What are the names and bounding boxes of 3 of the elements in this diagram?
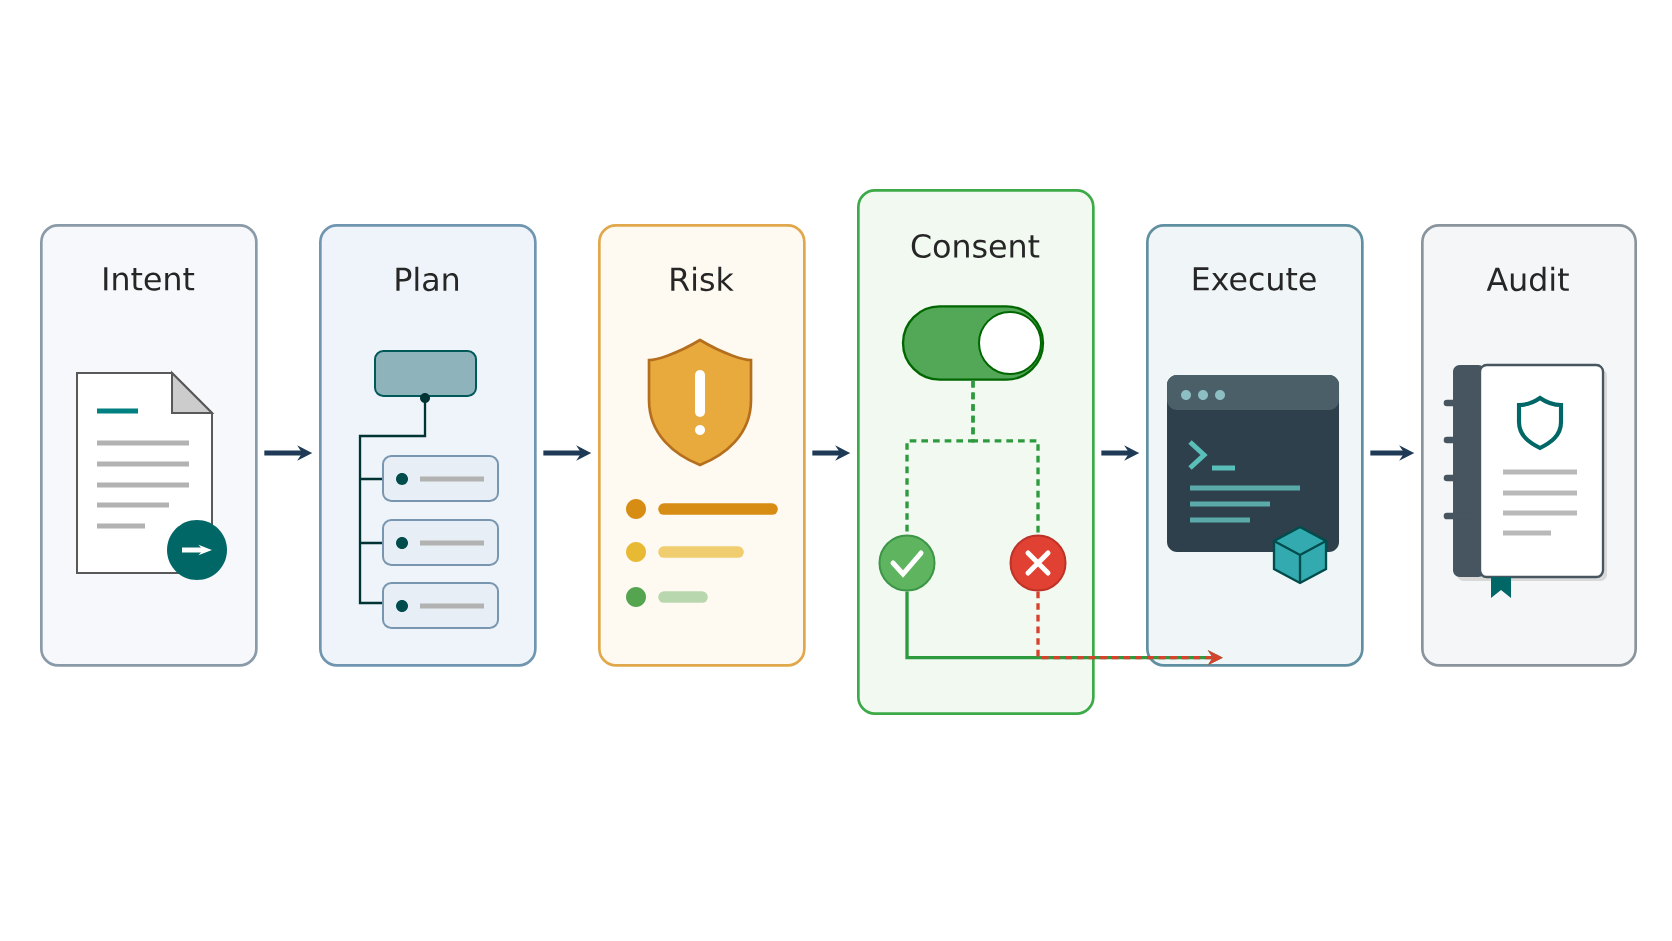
cross-icon [1009,534,1067,592]
toggle-switch [901,305,1045,381]
check-icon [878,534,936,592]
